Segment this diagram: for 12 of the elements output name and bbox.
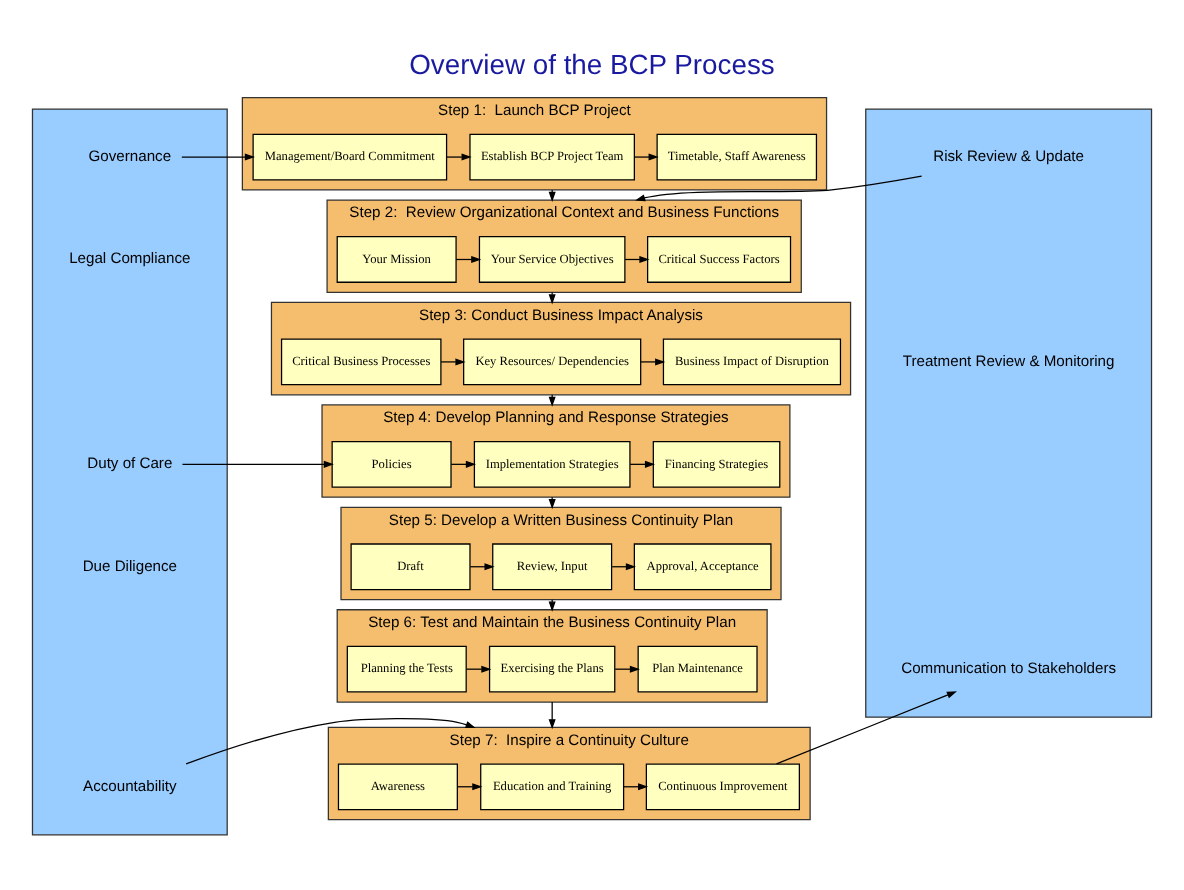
arrow	[633, 152, 659, 160]
cluster	[865, 107, 1153, 717]
arrow	[446, 152, 472, 160]
arrow	[181, 152, 255, 160]
arrow	[640, 357, 666, 365]
arrow	[181, 459, 334, 467]
diagram-title: Overview of the BCP Process	[409, 47, 775, 80]
arrow	[440, 357, 466, 365]
cluster	[31, 107, 228, 835]
arrow	[635, 174, 923, 201]
arrow	[185, 717, 476, 764]
arrow	[775, 690, 957, 764]
